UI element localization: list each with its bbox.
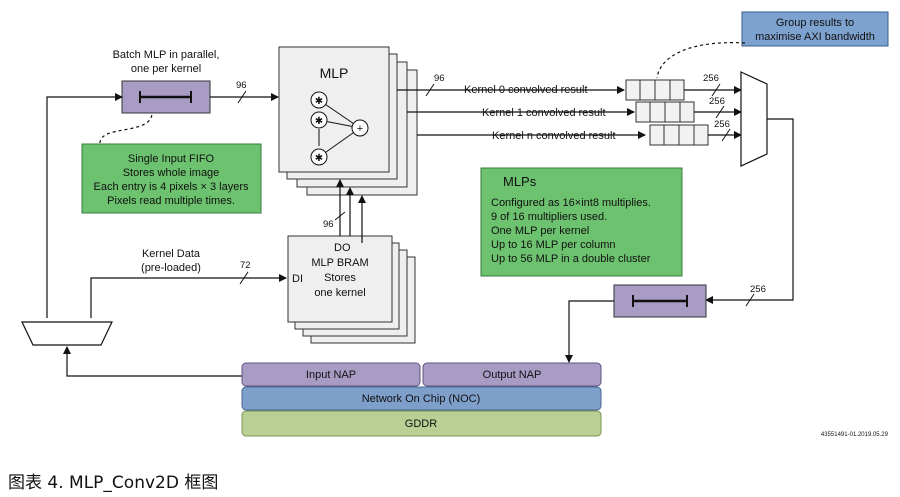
fifo-note-pointer (99, 113, 153, 144)
gddr-block (241, 410, 602, 437)
mlps-note-box (480, 167, 683, 277)
result-0-label: Kernel 0 convolved result (464, 84, 588, 96)
mlp-block (278, 46, 390, 173)
input-nap-block (241, 362, 421, 387)
kernel-data-label-line1: Kernel Data (142, 248, 201, 260)
bram-text-line2: Stores (324, 272, 356, 284)
mlps-note-line2: 9 of 16 multipliers used. (491, 211, 607, 223)
bram-di-label: DI (292, 273, 303, 285)
bram-do-label: DO (334, 242, 351, 254)
kernel-data-bus (90, 274, 287, 318)
noc-block (241, 386, 602, 411)
output-fifo-width: 256 (750, 284, 766, 295)
result-register-n (649, 124, 709, 146)
svg-text:+: + (357, 123, 363, 135)
fifo-note-line1: Single Input FIFO (128, 153, 215, 165)
bram-text-line1: MLP BRAM (311, 257, 368, 269)
bram-to-mlp-width: 96 (323, 219, 334, 230)
block-diagram: Batch MLP in parallel, one per kernel 96… (21, 11, 889, 438)
mux-to-fifo-path (46, 93, 123, 318)
mlp-neuron-symbol: ✱ ✱ ✱ + (310, 91, 369, 166)
noc-label: Network On Chip (NOC) (362, 393, 481, 405)
group-note-box (741, 11, 889, 47)
input-mux (21, 321, 113, 346)
result-register-0 (625, 79, 685, 101)
mux-in-0-width: 256 (703, 73, 719, 84)
group-note-line1: Group results to (776, 17, 854, 29)
svg-text:✱: ✱ (315, 116, 323, 127)
fifo-note-box (81, 143, 262, 214)
input-nap-label: Input NAP (306, 369, 356, 381)
bram-text-line3: one kernel (314, 287, 365, 299)
mlps-note-line1: Configured as 16×int8 multiplies. (491, 197, 651, 209)
result-register-1 (635, 101, 695, 123)
document-id: 43551491-01.2019.05.29 (821, 432, 889, 438)
figure-caption: 图表 4. MLP_Conv2D 框图 (8, 473, 219, 493)
mlps-note-title: MLPs (503, 174, 537, 189)
mux-in-n-width: 256 (714, 119, 730, 130)
mux-in-1-width: 256 (709, 96, 725, 107)
kernel-data-width: 72 (240, 260, 251, 271)
fifo-to-mlp-width: 96 (236, 80, 247, 91)
svg-text:✱: ✱ (315, 153, 323, 164)
fifo-note-line4: Pixels read multiple times. (107, 195, 235, 207)
svg-text:✱: ✱ (315, 96, 323, 107)
output-nap-block (422, 362, 602, 387)
kernel-data-label-line2: (pre-loaded) (141, 262, 201, 274)
result-n-label: Kernel n convolved result (492, 130, 616, 142)
batch-label-line1: Batch MLP in parallel, (113, 49, 220, 61)
fifo-note-line2: Stores whole image (123, 167, 220, 179)
output-fifo-to-nap (565, 300, 614, 363)
result-1-label: Kernel 1 convolved result (482, 107, 606, 119)
group-note-pointer (656, 42, 746, 79)
mlps-note-line3: One MLP per kernel (491, 225, 589, 237)
group-note-line2: maximise AXI bandwidth (755, 31, 875, 43)
mlps-note-line5: Up to 56 MLP in a double cluster (491, 253, 651, 265)
output-nap-label: Output NAP (483, 369, 542, 381)
fifo-note-line3: Each entry is 4 pixels × 3 layers (94, 181, 249, 193)
mlp-to-result-width: 96 (434, 73, 445, 84)
mlps-note-line4: Up to 16 MLP per column (491, 239, 616, 251)
batch-label-line2: one per kernel (131, 63, 201, 75)
mlp-title: MLP (320, 65, 349, 81)
bram-block (287, 235, 393, 323)
gddr-label: GDDR (405, 418, 437, 430)
nap-to-mux-path (63, 346, 242, 377)
output-mux (740, 71, 768, 167)
